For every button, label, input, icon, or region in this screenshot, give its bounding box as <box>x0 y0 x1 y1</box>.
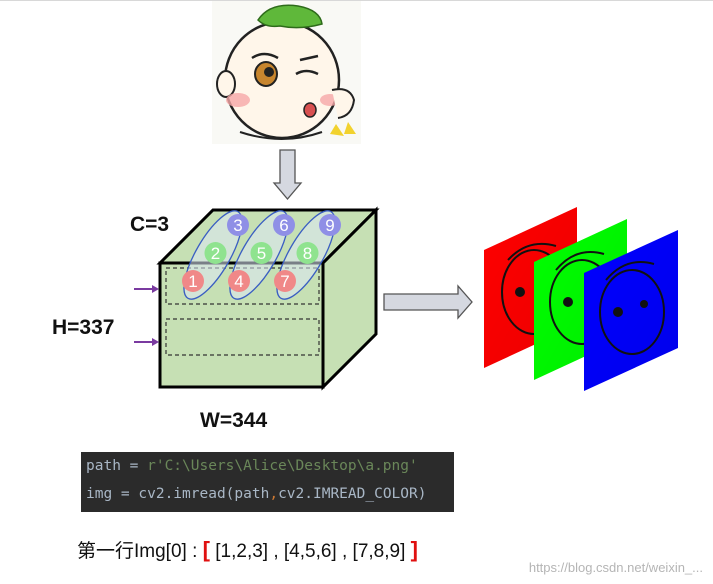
close-bracket: ] <box>410 537 418 562</box>
pixel-dot-label: 8 <box>303 244 312 263</box>
width-label: W=344 <box>200 409 268 432</box>
pixel-dot-red <box>274 270 296 292</box>
row-values: [1,2,3] , [4,5,6] , [7,8,9] <box>209 541 411 562</box>
right-arrow <box>383 284 473 320</box>
open-bracket: [ <box>202 537 210 562</box>
pixel-dots: 123 456 789 <box>182 214 341 292</box>
pixel-dot-label: 3 <box>233 216 242 235</box>
pixel-dot-blue <box>227 214 249 236</box>
code-snippet: path = r'C:\Users\Alice\Desktop\a.png' i… <box>81 452 454 512</box>
pixel-dot-label: 9 <box>325 216 334 235</box>
row-pointer-arrowhead <box>152 338 159 346</box>
pixel-dot-blue <box>273 214 295 236</box>
channel-count-label: C=3 <box>130 213 170 236</box>
pixel-dot-label: 5 <box>257 244 266 263</box>
code-text: cv2.IMREAD_COLOR) <box>278 486 427 502</box>
row-pointer-arrows <box>134 285 159 346</box>
watermark: https://blog.csdn.net/weixin_... <box>528 560 703 575</box>
channel-blue-image <box>584 230 678 391</box>
row-box-first <box>165 267 320 305</box>
row-box-second <box>165 318 320 356</box>
height-label: H=337 <box>52 316 115 339</box>
input-image-thumbnail <box>212 1 361 144</box>
code-line-2: img = cv2.imread(path,cv2.IMREAD_COLOR) <box>86 486 426 502</box>
row-pointer-arrowhead <box>152 285 159 293</box>
down-arrow <box>272 149 303 201</box>
code-text: img = cv2.imread(path <box>86 486 270 502</box>
row-label: 第一行Img[0] : <box>77 541 203 562</box>
pixel-dot-green <box>204 242 227 264</box>
pixel-dot-green <box>296 242 319 264</box>
pixel-dot-red <box>228 270 250 292</box>
top-border <box>0 0 713 1</box>
code-text: path = <box>86 458 148 474</box>
pixel-dot-blue <box>319 214 341 236</box>
pixel-dot-label: 2 <box>211 244 220 263</box>
pixel-dot-label: 6 <box>279 216 288 235</box>
code-comma: , <box>269 486 279 502</box>
code-string: r'C:\Users\Alice\Desktop\a.png' <box>147 458 418 474</box>
pixel-dot-red <box>182 270 204 292</box>
code-line-1: path = r'C:\Users\Alice\Desktop\a.png' <box>86 458 418 474</box>
pixel-dot-green <box>250 242 273 264</box>
pixel-dot-label: 4 <box>234 272 243 291</box>
pixel-dot-label: 7 <box>280 272 289 291</box>
pixel-dot-label: 1 <box>188 272 197 291</box>
first-row-caption: 第一行Img[0] : [ [1,2,3] , [4,5,6] , [7,8,9… <box>77 536 418 563</box>
